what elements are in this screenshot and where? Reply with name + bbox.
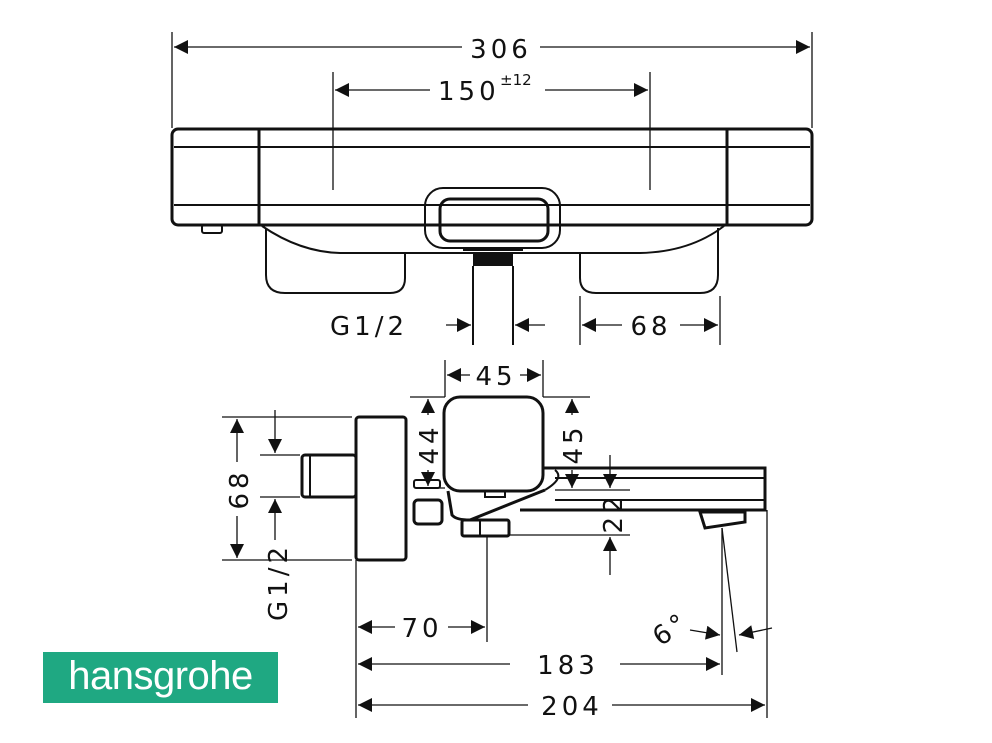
dimension-spout-height: 22 bbox=[510, 455, 630, 575]
dim-70-label: 70 bbox=[401, 614, 442, 644]
dimension-outlet-distance: 70 bbox=[358, 614, 485, 644]
dimension-handle-height-right: 45 bbox=[543, 396, 590, 491]
dim-44-label: 44 bbox=[415, 423, 445, 464]
top-view: 306 150 ±12 bbox=[170, 32, 814, 345]
side-view: 45 44 45 22 bbox=[222, 360, 773, 722]
dim-150-tolerance: ±12 bbox=[500, 71, 532, 89]
thermostat-body-top bbox=[170, 127, 814, 345]
dimension-spout-angle: 6° bbox=[647, 606, 773, 653]
dimension-overall-depth: 204 bbox=[358, 692, 765, 722]
dimension-top-68: 68 bbox=[579, 296, 721, 345]
dim-side-g12-label: G1/2 bbox=[264, 543, 294, 621]
dimension-center-distance: 150 ±12 bbox=[332, 71, 651, 190]
dimension-wall-plate-height: 68 bbox=[222, 416, 352, 561]
dimension-spout-projection: 183 bbox=[358, 651, 720, 681]
dim-204-label: 204 bbox=[541, 692, 603, 722]
dim-top-g12-label: G1/2 bbox=[330, 312, 408, 342]
dimension-top-thread: G1/2 bbox=[330, 312, 545, 342]
dim-45-width-label: 45 bbox=[475, 362, 516, 392]
dim-306-label: 306 bbox=[470, 35, 532, 65]
dim-150-label: 150 bbox=[438, 77, 500, 107]
dim-68-side-label: 68 bbox=[225, 468, 255, 509]
thermostat-body-side bbox=[300, 395, 767, 562]
dimension-handle-width: 45 bbox=[444, 360, 544, 397]
dim-45-height-label: 45 bbox=[559, 423, 589, 464]
hansgrohe-logo: hansgrohe bbox=[43, 652, 278, 703]
dimension-handle-height-left: 44 bbox=[410, 396, 445, 489]
dim-22-label: 22 bbox=[599, 492, 629, 533]
dim-183-label: 183 bbox=[537, 651, 599, 681]
dimension-side-thread: G1/2 bbox=[260, 410, 300, 621]
dim-angle-label: 6° bbox=[647, 606, 695, 652]
dim-top-68-label: 68 bbox=[630, 312, 671, 342]
dimension-overall-width: 306 bbox=[171, 32, 813, 128]
